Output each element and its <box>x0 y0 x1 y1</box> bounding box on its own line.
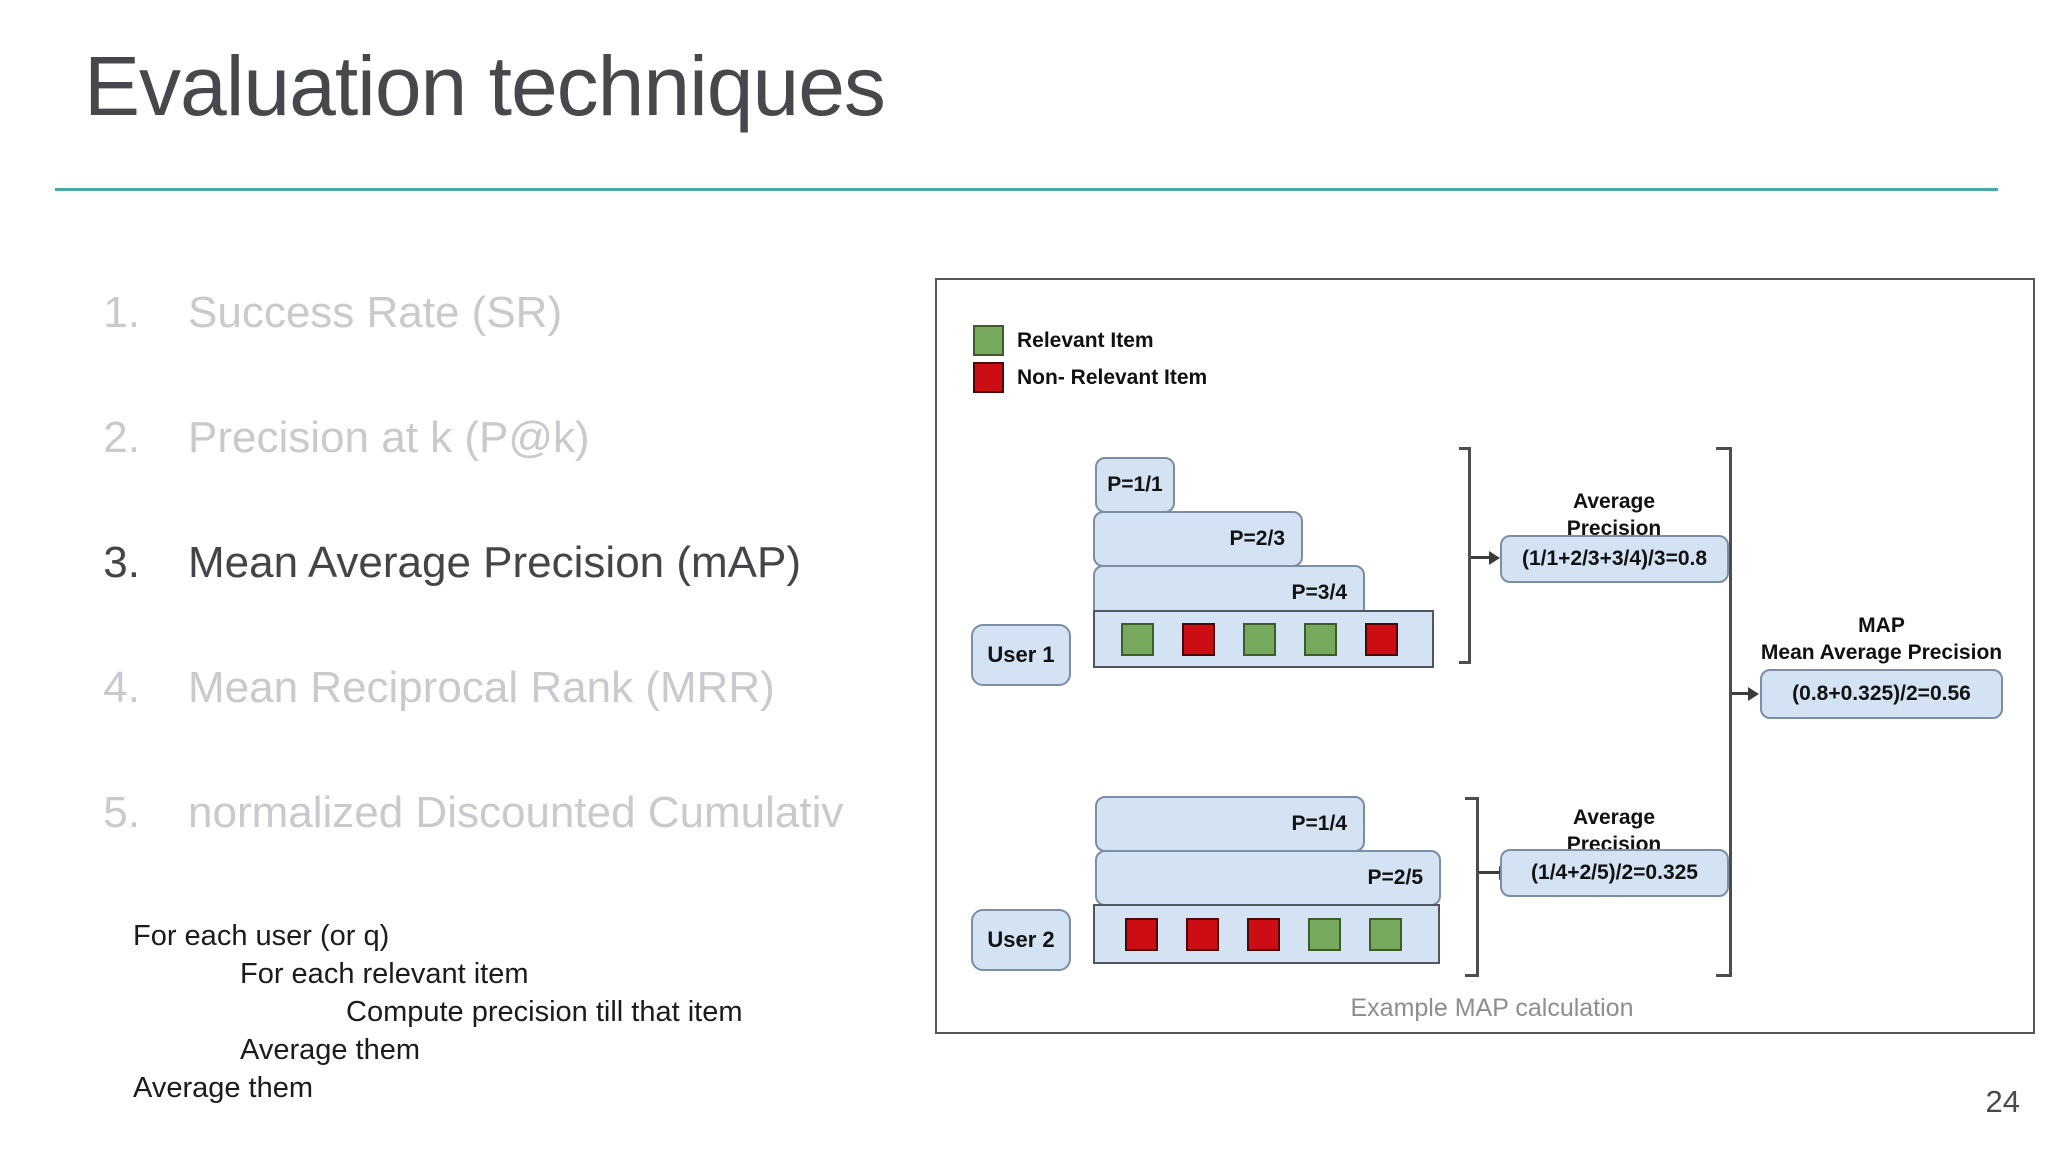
user1-items-strip <box>1093 610 1434 668</box>
list-label: Precision at k (P@k) <box>188 413 590 462</box>
map-arrow-connector <box>1732 692 1750 695</box>
list-number: 5. <box>103 788 140 837</box>
precision-box-p11: P=1/1 <box>1095 457 1175 513</box>
user1-arrowhead-icon <box>1489 551 1500 565</box>
list-number: 2. <box>103 413 140 462</box>
map-example-diagram: Relevant Item Non- Relevant Item P=1/1 P… <box>935 278 2035 1034</box>
list-item-ndcg: 5. normalized Discounted Cumulativ <box>60 788 843 838</box>
non-relevant-item-swatch <box>973 362 1004 393</box>
list-label: Mean Average Precision (mAP) <box>188 538 802 587</box>
pseudocode-line: Average them <box>240 1034 421 1066</box>
page-number: 24 <box>1985 1084 2020 1119</box>
user2-arrow-connector <box>1479 871 1501 874</box>
list-number: 3. <box>103 538 140 587</box>
user1-bracket <box>1459 447 1471 664</box>
non-relevant-item-square <box>1365 622 1398 656</box>
non-relevant-item-square <box>1125 917 1158 951</box>
list-item-success-rate: 1. Success Rate (SR) <box>60 288 562 338</box>
relevant-item-swatch <box>973 325 1004 356</box>
title-underline <box>55 188 1998 191</box>
user1-avg-precision-label: Average Precision <box>1566 490 1662 540</box>
non-relevant-item-square <box>1186 917 1219 951</box>
pseudocode-line: For each relevant item <box>240 958 529 990</box>
relevant-item-square <box>1304 622 1337 656</box>
relevant-item-square <box>1121 622 1154 656</box>
user1-arrow-connector <box>1471 556 1491 559</box>
pseudocode-line: Compute precision till that item <box>346 996 743 1028</box>
pseudocode-line: For each user (or q) <box>133 920 390 952</box>
user2-bracket <box>1465 797 1479 977</box>
legend-non-relevant-label: Non- Relevant Item <box>1017 366 1208 389</box>
list-label: normalized Discounted Cumulativ <box>188 788 844 837</box>
map-result-box: (0.8+0.325)/2=0.56 <box>1760 669 2003 719</box>
pseudocode-line: Average them <box>133 1072 314 1104</box>
user2-items-strip <box>1093 904 1440 964</box>
page-title: Evaluation techniques <box>84 39 886 133</box>
relevant-item-square <box>1243 622 1276 656</box>
non-relevant-item-square <box>1247 917 1280 951</box>
diagram-caption: Example MAP calculation <box>1350 994 1634 1022</box>
list-number: 1. <box>103 288 140 337</box>
user1-box: User 1 <box>971 624 1071 686</box>
list-number: 4. <box>103 663 140 712</box>
relevant-item-square <box>1369 917 1402 951</box>
non-relevant-item-square <box>1182 622 1215 656</box>
list-label: Mean Reciprocal Rank (MRR) <box>188 663 775 712</box>
precision-box-p25: P=2/5 <box>1095 850 1441 906</box>
legend-relevant-label: Relevant Item <box>1017 329 1154 352</box>
list-item-precision-at-k: 2. Precision at k (P@k) <box>60 413 590 463</box>
list-label: Success Rate (SR) <box>188 288 563 337</box>
map-arrowhead-icon <box>1748 687 1759 701</box>
map-label: MAP Mean Average Precision <box>1760 614 2003 664</box>
precision-box-p23: P=2/3 <box>1093 511 1303 567</box>
list-item-mean-average-precision: 3. Mean Average Precision (mAP) <box>60 538 801 588</box>
user1-avg-precision-box: (1/1+2/3+3/4)/3=0.8 <box>1500 535 1729 583</box>
user2-avg-precision-box: (1/4+2/5)/2=0.325 <box>1500 849 1729 897</box>
map-bracket <box>1716 447 1732 977</box>
list-item-mean-reciprocal-rank: 4. Mean Reciprocal Rank (MRR) <box>60 663 775 713</box>
relevant-item-square <box>1308 917 1341 951</box>
user2-box: User 2 <box>971 909 1071 971</box>
precision-box-p14: P=1/4 <box>1095 796 1365 852</box>
